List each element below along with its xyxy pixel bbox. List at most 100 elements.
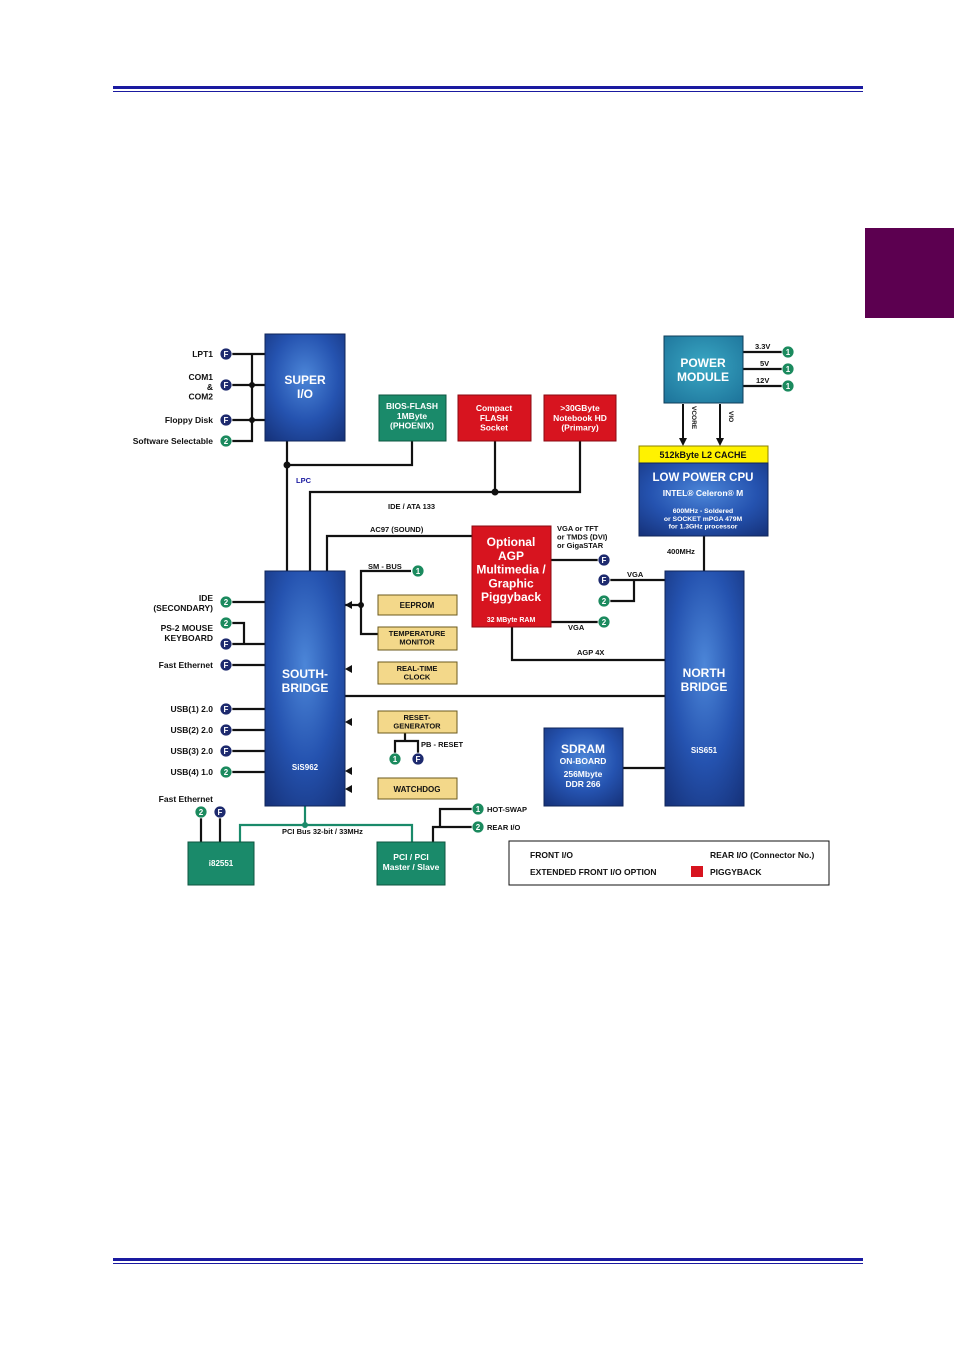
power-arrow-lines xyxy=(682,404,721,440)
label-usb3: USB(3) 2.0 xyxy=(170,746,213,756)
ac97-label: AC97 (SOUND) xyxy=(370,525,424,534)
marker-f: F xyxy=(602,556,607,565)
northbridge-chip: SiS651 xyxy=(691,746,718,755)
southbridge-label: SOUTH-BRIDGE xyxy=(282,667,329,695)
marker-2: 2 xyxy=(476,823,481,832)
marker-2: 2 xyxy=(224,768,229,777)
marker-1: 1 xyxy=(476,805,481,814)
vcore-label: VCORE xyxy=(690,406,697,430)
vga2-label: VGA xyxy=(568,623,585,632)
marker-1: 1 xyxy=(393,755,398,764)
v5-label: 5V xyxy=(760,359,769,368)
rear-io-label: REAR I/O xyxy=(487,823,521,832)
header-rule-thick xyxy=(113,86,863,89)
vga1-label: VGA xyxy=(627,570,644,579)
i82551-label: i82551 xyxy=(209,859,234,868)
pci-bus-lines xyxy=(238,806,414,856)
legend-rear-io: REAR I/O (Connector No.) xyxy=(710,850,815,860)
ide-ata-label: IDE / ATA 133 xyxy=(388,502,435,511)
eeprom-label: EEPROM xyxy=(400,601,435,610)
marker-f: F xyxy=(224,747,229,756)
marker-f: F xyxy=(218,808,223,817)
marker-2: 2 xyxy=(224,598,229,607)
v12-label: 12V xyxy=(756,376,769,385)
label-ide-secondary: IDE(SECONDARY) xyxy=(153,593,213,613)
watchdog-label: WATCHDOG xyxy=(394,785,441,794)
bus-labels: LPC IDE / ATA 133 AC97 (SOUND) SM - BUS … xyxy=(282,342,770,836)
label-usb4: USB(4) 1.0 xyxy=(170,767,213,777)
marker-rear xyxy=(194,345,795,862)
cpu-title: LOW POWER CPU xyxy=(653,472,754,484)
marker-f: F xyxy=(416,755,421,764)
marker-1: 1 xyxy=(416,567,421,576)
agp-ram-label: 32 MByte RAM xyxy=(487,617,536,624)
marker-f: F xyxy=(224,705,229,714)
marker-f: F xyxy=(224,726,229,735)
legend-piggyback-swatch xyxy=(691,866,703,877)
label-fast-eth1: Fast Ethernet xyxy=(159,660,213,670)
marker-f: F xyxy=(602,576,607,585)
v33-label: 3.3V xyxy=(755,342,770,351)
cpu-block: 512kByte L2 CACHE LOW POWER CPU INTEL® C… xyxy=(638,445,769,537)
label-usb1: USB(1) 2.0 xyxy=(170,704,213,714)
marker-1: 1 xyxy=(786,382,791,391)
marker-2: 2 xyxy=(199,808,204,817)
l2-cache-label: 512kByte L2 CACHE xyxy=(659,450,746,460)
label-software: Software Selectable xyxy=(133,436,214,446)
marker-2: 2 xyxy=(224,619,229,628)
hot-swap-label: HOT-SWAP xyxy=(487,805,527,814)
legend-front-io: FRONT I/O xyxy=(530,850,573,860)
marker-2: 2 xyxy=(602,618,607,627)
chapter-tab xyxy=(865,228,954,318)
marker-f: F xyxy=(224,661,229,670)
footer-rule-thin xyxy=(113,1263,863,1264)
label-com: COM1&COM2 xyxy=(188,372,213,402)
arrows xyxy=(345,438,724,793)
sdram-sub: ON-BOARD xyxy=(560,756,607,766)
label-usb2: USB(2) 2.0 xyxy=(170,725,213,735)
footer-rule-thick xyxy=(113,1258,863,1261)
label-fast-eth2: Fast Ethernet xyxy=(159,794,213,804)
pci-bus-label: PCI Bus 32-bit / 33MHz xyxy=(282,827,363,836)
pb-reset-label: PB - RESET xyxy=(421,740,464,749)
sdram-title: SDRAM xyxy=(561,742,605,756)
label-lpt1: LPT1 xyxy=(192,349,213,359)
legend-piggyback: PIGGYBACK xyxy=(710,867,762,877)
marker-2: 2 xyxy=(224,437,229,446)
marker-1: 1 xyxy=(786,348,791,357)
marker-2: 2 xyxy=(602,597,607,606)
marker-f: F xyxy=(224,350,229,359)
header-rule-thin xyxy=(113,91,863,92)
marker-f: F xyxy=(224,381,229,390)
legend-ext-front-io: EXTENDED FRONT I/O OPTION xyxy=(530,867,657,877)
i82551-block: i82551 xyxy=(187,841,255,886)
reset-gen-label: RESET-GENERATOR xyxy=(393,713,441,731)
marker-f: F xyxy=(224,640,229,649)
southbridge-chip: SiS962 xyxy=(292,763,319,772)
vio-label: VIO xyxy=(727,411,734,422)
